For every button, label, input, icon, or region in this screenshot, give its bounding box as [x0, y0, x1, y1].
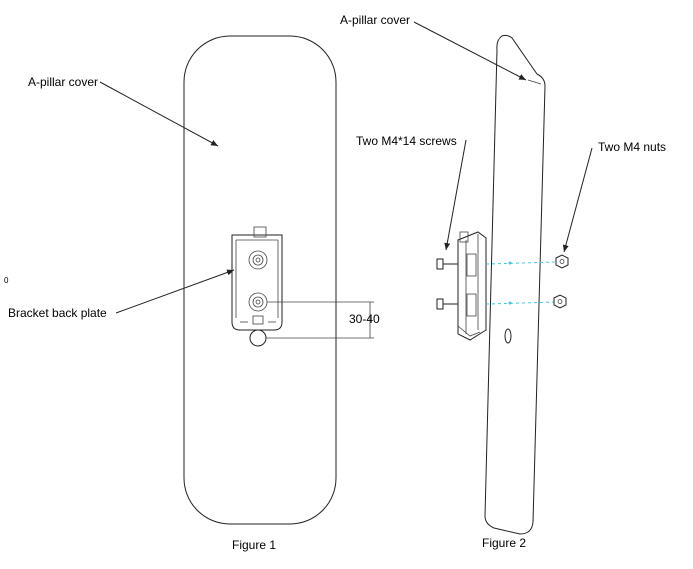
- m4-screw-upper: [436, 258, 458, 270]
- bracket-back-plate-drawing: [231, 226, 283, 331]
- a-pillar-cover-perspective-outline: [484, 34, 546, 535]
- nuts-label: Two M4 nuts: [598, 140, 666, 154]
- m4-screw-lower: [436, 298, 458, 310]
- cover-edge-line: [527, 79, 542, 85]
- m4-nut-lower: [553, 294, 567, 309]
- hole-mark-upper: [508, 261, 512, 265]
- screws-label: Two M4*14 screws: [356, 134, 457, 148]
- a-pillar-cover-label-2: A-pillar cover: [340, 13, 410, 27]
- figure-2-caption: Figure 2: [482, 536, 526, 550]
- figure-1: 30-40 A-pillar cover Bracket back plate …: [4, 35, 380, 552]
- alignment-line-lower: [485, 301, 557, 305]
- nuts-leader-arrow: [562, 147, 593, 253]
- figure-2: A-pillar cover Two M4*14 screws Two M4 n…: [340, 13, 666, 550]
- a-pillar-cover-front-outline: [183, 35, 337, 525]
- dimension-lines: [266, 301, 374, 339]
- a-pillar-cover-label: A-pillar cover: [28, 75, 98, 89]
- edge-mark: 0: [4, 276, 9, 285]
- cover-leader-arrow: [99, 81, 219, 147]
- screws-leader-arrow: [444, 139, 467, 251]
- alignment-line-upper: [485, 261, 557, 265]
- dimension-label: 30-40: [349, 312, 380, 326]
- bracket-back-plate-label: Bracket back plate: [8, 306, 107, 320]
- bracket-side-view: [457, 231, 487, 341]
- cover2-leader-arrow: [413, 21, 527, 81]
- figure-1-caption: Figure 1: [232, 538, 276, 552]
- reference-hole: [249, 329, 267, 347]
- hole-mark-lower: [508, 301, 512, 305]
- m4-nut-upper: [555, 254, 569, 269]
- cover-reference-hole: [504, 328, 512, 344]
- bracket-leader-arrow: [115, 269, 235, 314]
